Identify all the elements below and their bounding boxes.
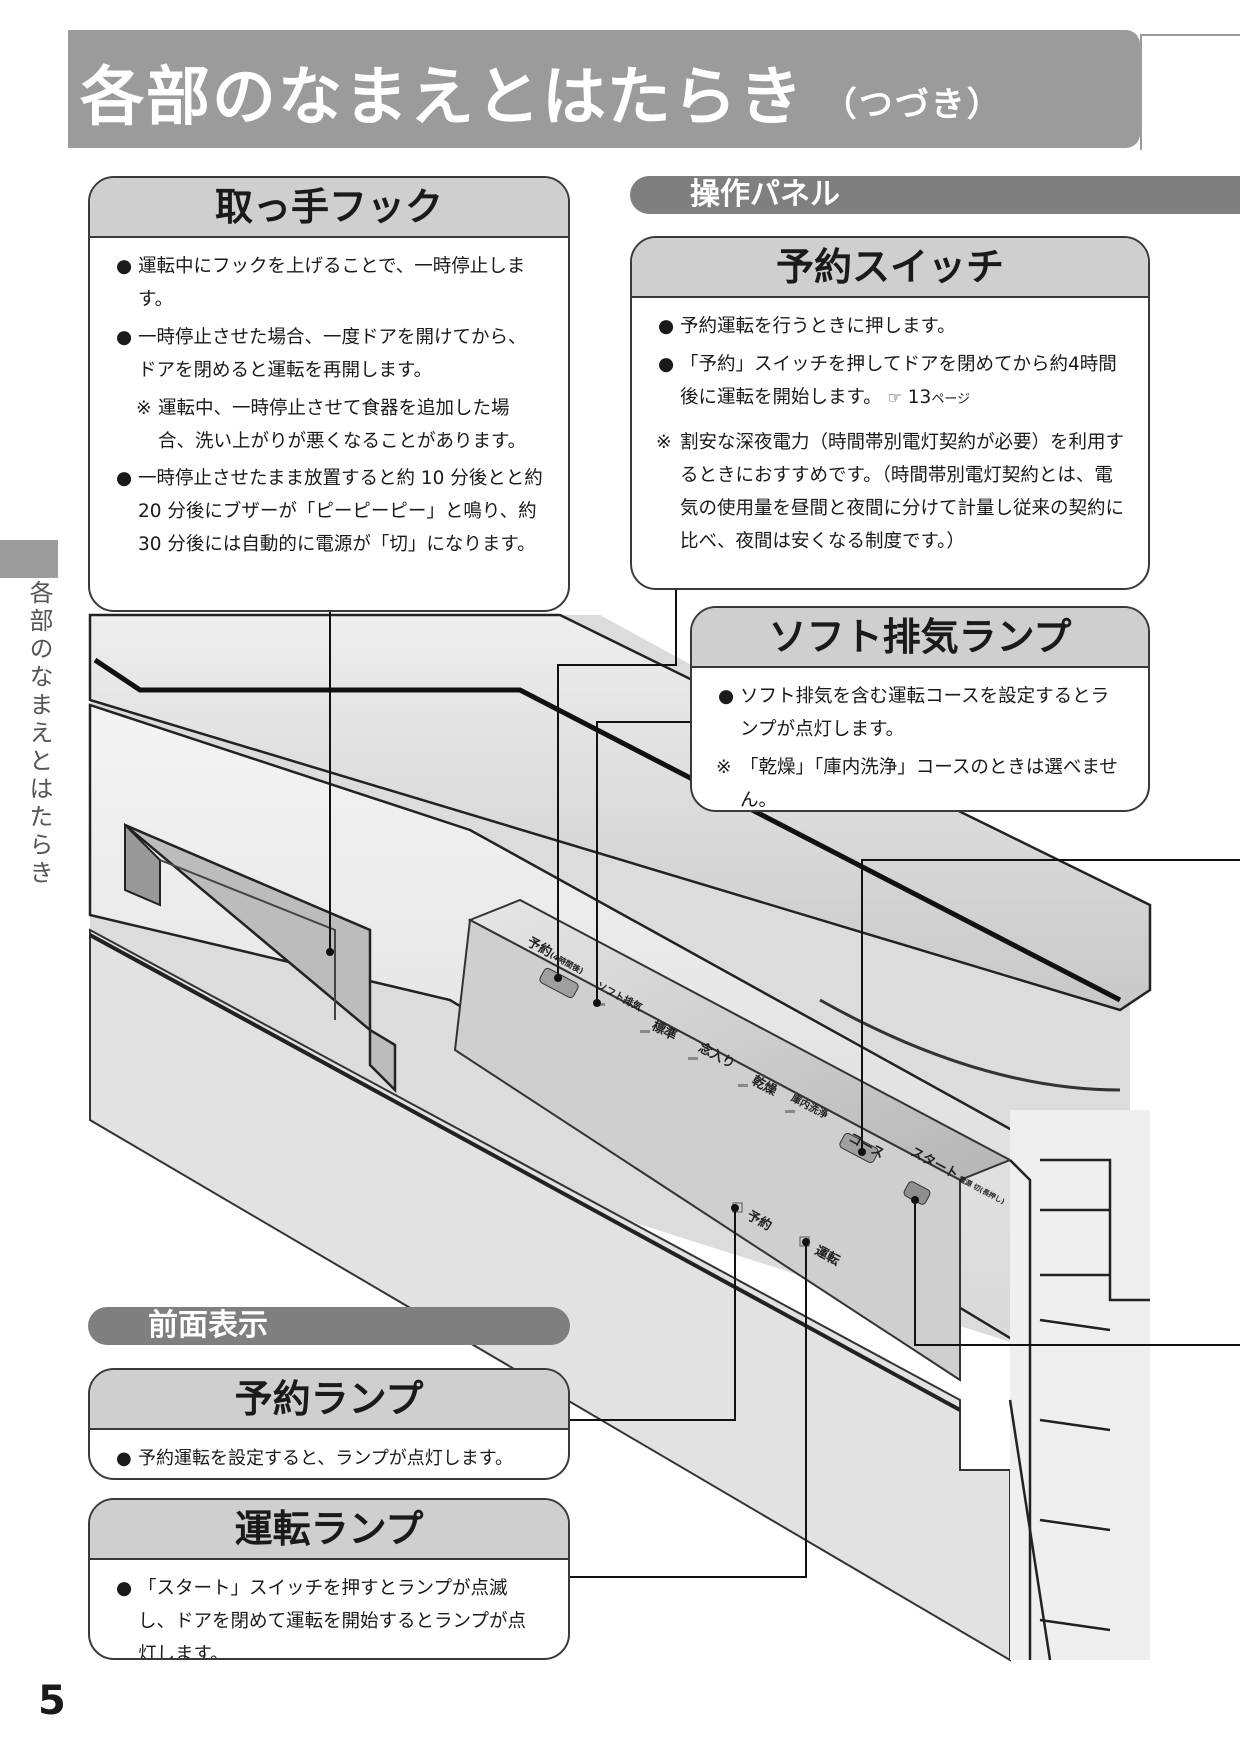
note-mark-icon: ※: [656, 432, 672, 453]
note-text: 「乾燥」「庫内洗浄」コースのときは選べません。: [740, 757, 1118, 811]
soft-exhaust-box: ソフト排気ランプ ●ソフト排気を含む運転コースを設定するとランプが点灯します。 …: [690, 606, 1150, 812]
bullet-icon: ●: [658, 354, 675, 375]
page-title-sub: （つづき）: [822, 84, 1003, 125]
run-lamp-box: 運転ランプ ●「スタート」スイッチを押すとランプが点滅し、ドアを閉めて運転を開始…: [88, 1498, 570, 1660]
note-item: ※ 割安な深夜電力（時間帯別電灯契約が必要）を利用するときにおすすめです。（時間帯…: [656, 426, 1125, 558]
list-item: ●ソフト排気を含む運転コースを設定するとランプが点灯します。: [718, 680, 1124, 746]
handle-hook-box: 取っ手フック ●運転中にフックを上げることで、一時停止します。 ●一時停止させた…: [88, 176, 570, 612]
reference-page-number: 13: [907, 387, 932, 408]
bullet-text: ソフト排気を含む運転コースを設定するとランプが点灯します。: [740, 686, 1110, 740]
list-item: ●「予約」スイッチを押してドアを閉めてから約4時間後に運転を開始します。 ☞ 1…: [658, 348, 1124, 416]
reserve-lamp-body: ● 予約運転を設定すると、ランプが点灯します。: [90, 1430, 568, 1478]
note-item: ※ 「乾燥」「庫内洗浄」コースのときは選べません。: [716, 751, 1124, 811]
list-item: ●一時停止させた場合、一度ドアを開けてから、ドアを閉めると運転を再開します。: [116, 321, 544, 387]
handle-inner: [159, 859, 336, 1020]
door-seam: [89, 933, 961, 1412]
reserve-switch-title: 予約スイッチ: [632, 238, 1148, 298]
bullet-text: 一時停止させた場合、一度ドアを開けてから、ドアを閉めると運転を再開します。: [138, 327, 527, 381]
reserve-switch-body: ●予約運転を行うときに押します。 ●「予約」スイッチを押してドアを閉めてから約4…: [632, 298, 1148, 568]
bullet-text: 「スタート」スイッチを押すとランプが点滅し、ドアを閉めて運転を開始するとランプが…: [138, 1578, 526, 1660]
leader-lines: [329, 590, 1240, 1578]
handle-hook-title: 取っ手フック: [90, 178, 568, 238]
bullet-icon: ●: [116, 256, 133, 277]
page-number: 5: [38, 1678, 66, 1724]
note-item: ※ 運転中、一時停止させて食器を追加した場合、洗い上がりが悪くなることがあります。: [118, 392, 544, 458]
panel-front: [453, 918, 961, 1382]
note-mark-icon: ※: [136, 398, 152, 419]
side-cabinet: [1010, 1110, 1150, 1660]
bullet-icon: ●: [116, 1578, 133, 1599]
soft-exhaust-body: ●ソフト排気を含む運転コースを設定するとランプが点灯します。 ※ 「乾燥」「庫内洗…: [692, 668, 1148, 811]
list-item: ●予約運転を行うときに押します。: [658, 310, 1124, 343]
header-band: [68, 30, 1140, 148]
note-text: 運転中、一時停止させて食器を追加した場合、洗い上がりが悪くなることがあります。: [158, 398, 527, 452]
list-item: ● 予約運転を設定すると、ランプが点灯します。: [116, 1442, 562, 1475]
list-item: ●運転中にフックを上げることで、一時停止します。: [116, 250, 544, 316]
page-title: 各部のなまえとはたらき （つづき）: [80, 46, 1003, 138]
list-item: ●「スタート」スイッチを押すとランプが点滅し、ドアを閉めて運転を開始するとランプ…: [116, 1572, 544, 1660]
counter-top: [88, 613, 1152, 1012]
bullet-icon: ●: [116, 327, 133, 348]
reserve-lamp-title: 予約ランプ: [90, 1370, 568, 1430]
handle-recess: [124, 823, 397, 1094]
run-lamp-title: 運転ランプ: [90, 1500, 568, 1560]
bullet-icon: ●: [116, 1448, 132, 1469]
handle-hook-body: ●運転中にフックを上げることで、一時停止します。 ●一時停止させた場合、一度ドア…: [90, 238, 568, 576]
bullet-icon: ●: [116, 468, 133, 489]
page-title-main: 各部のなまえとはたらき: [80, 61, 805, 135]
reference-page-unit: ページ: [931, 392, 971, 407]
reserve-switch-box: 予約スイッチ ●予約運転を行うときに押します。 ●「予約」スイッチを押してドアを…: [630, 236, 1150, 590]
list-item: ●一時停止させたまま放置すると約 10 分後とと約 20 分後にブザーが「ピーピ…: [116, 462, 544, 561]
bullet-text: 「予約」スイッチを押してドアを閉めてから約4時間後に運転を開始します。: [680, 354, 1117, 408]
reserve-button: [539, 967, 579, 999]
section-operation-panel: 操作パネル: [630, 176, 1240, 214]
side-frame: [1008, 1158, 1150, 1661]
note-text: 割安な深夜電力（時間帯別電灯契約が必要）を利用するときにおすすめです。（時間帯別…: [680, 432, 1125, 552]
chapter-label: 各部のなまえとはたらき: [25, 580, 53, 888]
header-corner: [1140, 34, 1240, 150]
section-front-display: 前面表示: [88, 1307, 570, 1345]
handle-recess-side: [124, 822, 161, 907]
bullet-text: 予約運転を設定すると、ランプが点灯します。: [138, 1448, 513, 1469]
bullet-icon: ●: [658, 316, 675, 337]
bullet-text: 運転中にフックを上げることで、一時停止します。: [138, 256, 526, 310]
bullet-icon: ●: [718, 686, 735, 707]
leader-dots: [326, 948, 919, 1246]
soft-exhaust-title: ソフト排気ランプ: [692, 608, 1148, 668]
run-lamp-body: ●「スタート」スイッチを押すとランプが点滅し、ドアを閉めて運転を開始するとランプ…: [90, 1560, 568, 1660]
reference-pointer-icon: ☞: [887, 388, 902, 407]
reserve-lamp-box: 予約ランプ ● 予約運転を設定すると、ランプが点灯します。: [88, 1368, 570, 1480]
bullet-text: 一時停止させたまま放置すると約 10 分後とと約 20 分後にブザーが「ピーピー…: [138, 468, 543, 555]
chapter-tab: [0, 540, 58, 578]
note-mark-icon: ※: [716, 757, 732, 778]
bullet-text: 予約運転を行うときに押します。: [680, 316, 956, 337]
